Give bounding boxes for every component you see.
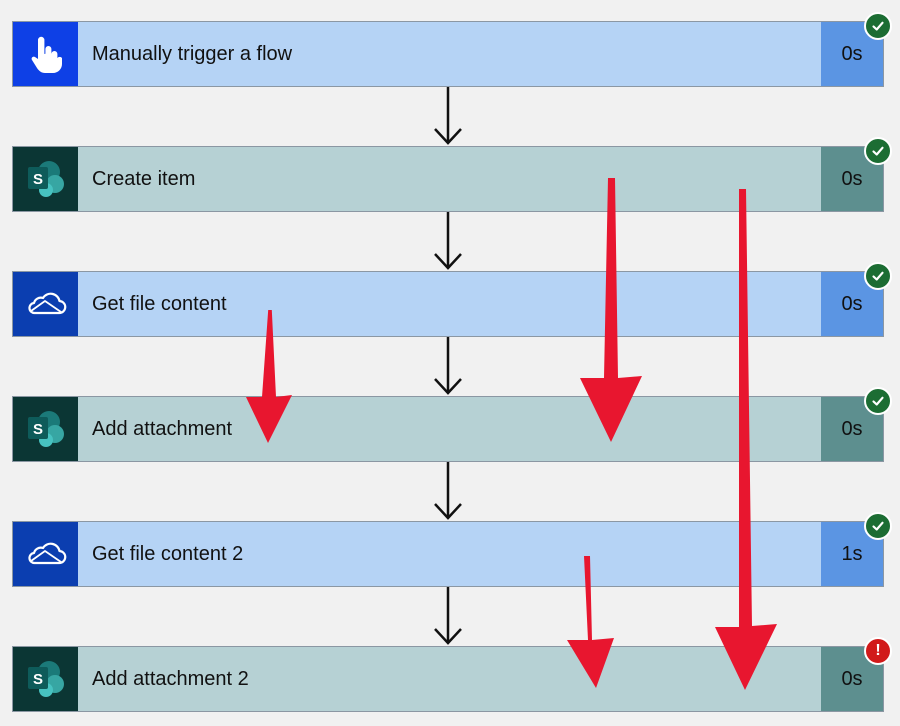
red-annotation-arrow-icon: [715, 189, 777, 690]
flow-step-manual-trigger[interactable]: Manually trigger a flow 0s: [12, 12, 892, 87]
red-annotation-arrow-icon: [580, 178, 642, 442]
svg-text:S: S: [32, 171, 42, 188]
flow-step-create-item[interactable]: S Create item 0s: [12, 137, 892, 212]
flow-step-get-file-content[interactable]: Get file content 0s: [12, 262, 892, 337]
success-check-icon: [864, 512, 892, 540]
down-arrow-icon: [434, 337, 462, 395]
onedrive-connector-tile: [13, 272, 78, 336]
error-symbol: !: [875, 642, 881, 659]
hand-pointer-icon: [31, 36, 62, 73]
flow-step-get-file-content-2[interactable]: Get file content 2 1s: [12, 512, 892, 587]
sharepoint-connector-tile: S: [13, 147, 78, 211]
step-title: Manually trigger a flow: [92, 42, 293, 65]
svg-text:S: S: [32, 671, 42, 688]
onedrive-cloud-icon: [27, 292, 66, 315]
sharepoint-connector-tile: S: [13, 397, 78, 461]
sharepoint-icon: S: [27, 411, 64, 447]
sharepoint-connector-tile: S: [13, 647, 78, 711]
success-check-icon: [864, 262, 892, 290]
flow-step-add-attachment[interactable]: S Add attachment 0s: [12, 387, 892, 462]
success-check-icon: [864, 387, 892, 415]
step-title: Get file content 2: [92, 542, 244, 565]
step-title: Add attachment: [92, 417, 233, 440]
trigger-connector-tile: [13, 22, 78, 86]
down-arrow-icon: [434, 462, 462, 520]
red-annotation-arrow-icon: [567, 556, 614, 688]
sharepoint-icon: S: [27, 161, 64, 197]
onedrive-cloud-icon: [27, 542, 66, 565]
down-arrow-icon: [434, 212, 462, 270]
step-title: Get file content: [92, 292, 227, 315]
svg-text:S: S: [32, 421, 42, 438]
success-check-icon: [864, 12, 892, 40]
step-title: Add attachment 2: [92, 667, 249, 690]
red-annotation-arrow-icon: [246, 310, 292, 443]
sharepoint-icon: S: [27, 661, 64, 697]
onedrive-connector-tile: [13, 522, 78, 586]
step-title: Create item: [92, 167, 196, 190]
down-arrow-icon: [434, 587, 462, 645]
error-exclamation-icon: !: [864, 637, 892, 665]
success-check-icon: [864, 137, 892, 165]
down-arrow-icon: [434, 87, 462, 145]
